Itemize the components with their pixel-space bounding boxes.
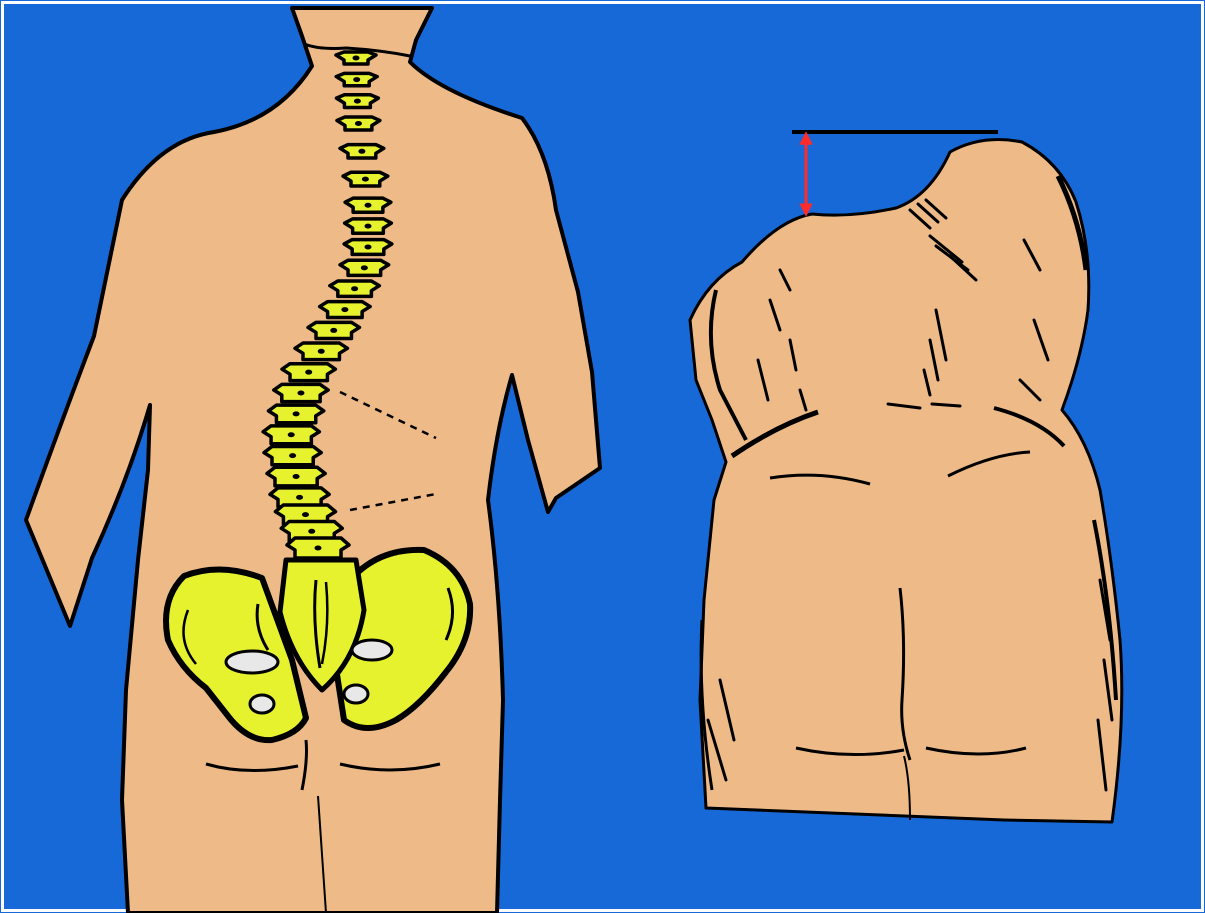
right-obturator (344, 685, 368, 703)
left-obturator (250, 695, 274, 713)
spinous-process (353, 77, 360, 82)
spinous-process (353, 56, 360, 61)
left-pelvic-gap (226, 651, 278, 673)
spinous-process (341, 307, 348, 312)
spinous-process (365, 203, 372, 208)
spinous-process (293, 474, 300, 479)
right-pelvic-gap (352, 640, 392, 660)
spinous-process (293, 411, 300, 416)
spinous-process (297, 391, 304, 396)
spinous-process (365, 244, 372, 249)
spinous-process (330, 328, 337, 333)
spinous-process (315, 546, 322, 551)
spinous-process (288, 432, 295, 437)
hatch-stroke (932, 404, 960, 406)
spinous-process (289, 453, 296, 458)
spinous-process (365, 224, 372, 229)
spinous-process (354, 99, 361, 104)
spinous-process (351, 286, 358, 291)
spinous-process (302, 512, 309, 517)
spinous-process (305, 370, 312, 375)
spinous-process (358, 149, 365, 154)
spinous-process (296, 495, 303, 500)
spinous-process (362, 177, 369, 182)
spinous-process (308, 529, 315, 534)
spinous-process (318, 349, 325, 354)
spinous-process (355, 121, 362, 126)
spinous-process (361, 265, 368, 270)
